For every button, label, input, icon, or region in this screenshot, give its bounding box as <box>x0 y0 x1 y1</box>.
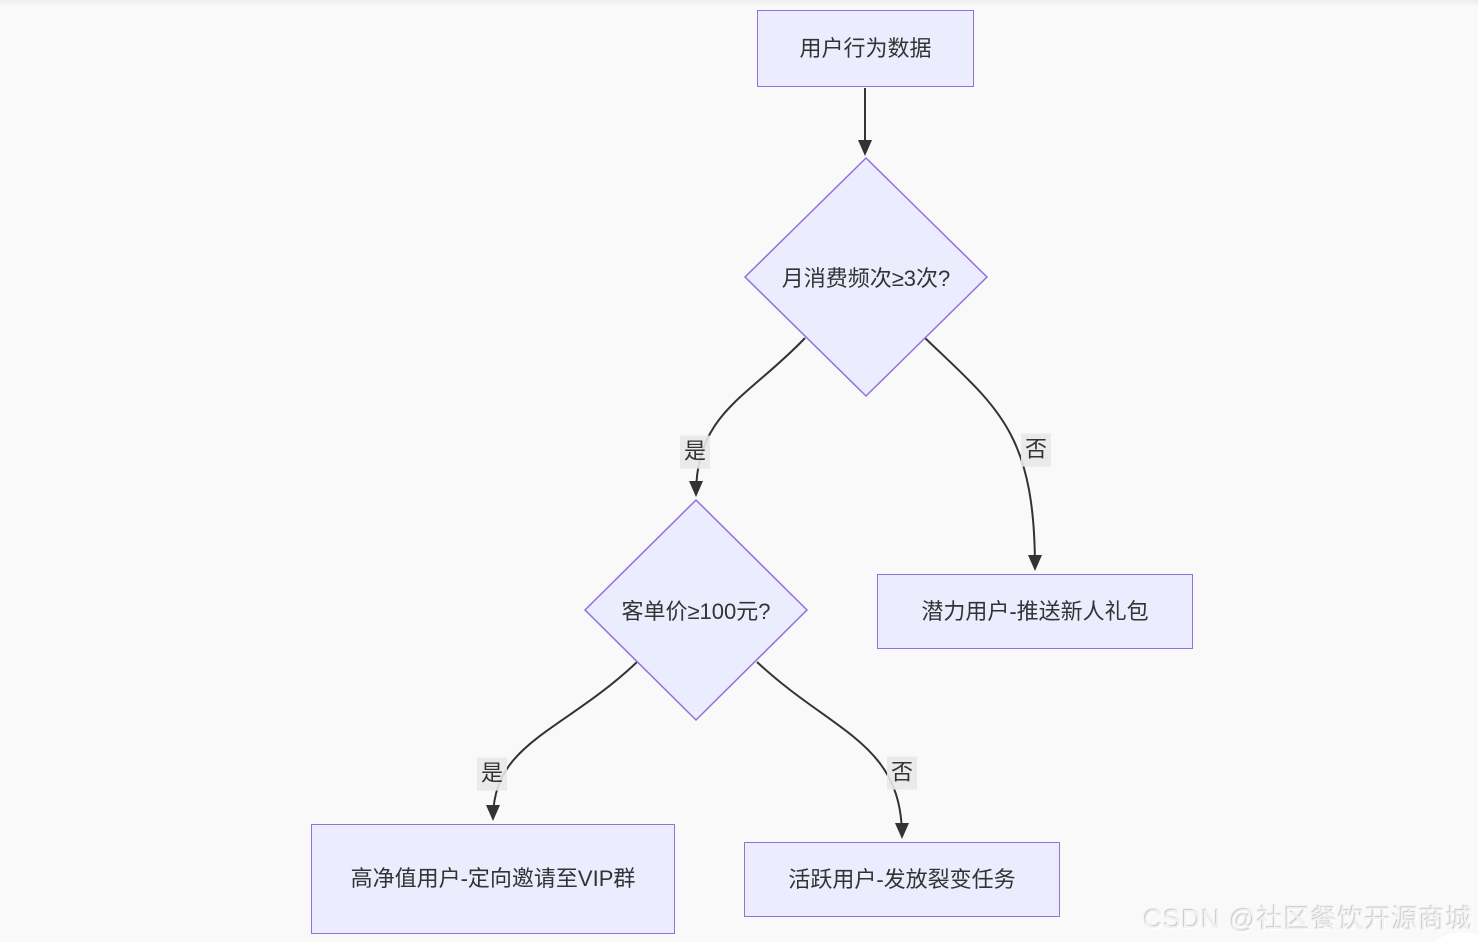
csdn-watermark: CSDN @社区餐饮开源商城 <box>1143 904 1473 934</box>
decision-price-label: 客单价≥100元? <box>621 599 771 624</box>
edge-freq-yes <box>689 337 806 497</box>
corner-circle-decoration <box>1417 932 1478 942</box>
node-potential-user-label: 潜力用户-推送新人礼包 <box>921 598 1149 624</box>
node-active-user-label: 活跃用户-发放裂变任务 <box>788 866 1016 892</box>
edge-price-yes <box>486 661 638 821</box>
edge-freq-no <box>924 337 1042 571</box>
decision-freq-diamond <box>743 156 989 398</box>
node-high-value-user-label: 高净值用户-定向邀请至VIP群 <box>350 866 636 892</box>
edge-label-freq-yes: 是 <box>679 435 711 469</box>
edge-label-price-yes: 是 <box>476 757 508 791</box>
node-start: 用户行为数据 <box>757 10 974 87</box>
node-high-value-user: 高净值用户-定向邀请至VIP群 <box>311 824 675 934</box>
decision-price-diamond <box>583 498 809 722</box>
decision-freq-label: 月消费频次≥3次? <box>781 266 951 291</box>
edge-label-freq-no: 否 <box>1020 433 1052 467</box>
node-potential-user: 潜力用户-推送新人礼包 <box>877 574 1193 649</box>
edge-label-price-no: 否 <box>886 756 918 790</box>
edge-price-no <box>756 661 909 839</box>
node-active-user: 活跃用户-发放裂变任务 <box>744 842 1060 917</box>
node-start-label: 用户行为数据 <box>799 35 932 61</box>
